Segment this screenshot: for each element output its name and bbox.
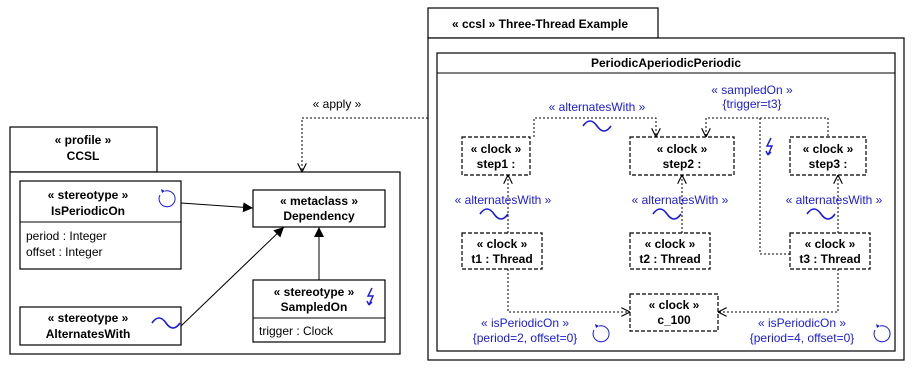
relation-sampledon: « sampledOn » {trigger=t3}	[706, 83, 829, 255]
isperiodicon-attr-period: period : Integer	[26, 229, 107, 243]
alt-top-label: « alternatesWith »	[549, 100, 646, 114]
wave-icon	[479, 208, 509, 220]
relation-alternates-top: « alternatesWith »	[533, 100, 656, 137]
sampledon-attr-trigger: trigger : Clock	[259, 324, 334, 338]
clock-step1-name: step1 :	[477, 157, 516, 171]
clock-step3-name: step3 :	[809, 157, 848, 171]
clock-step2-name: step2 :	[663, 157, 702, 171]
periodic-left-label: « isPeriodicOn »	[481, 316, 569, 330]
cycle-icon	[592, 324, 610, 343]
relation-alternates-right: « alternatesWith »	[786, 175, 883, 233]
clock-t1-name: t1 : Thread	[471, 252, 532, 266]
clock-t1-stereotype: « clock »	[477, 237, 528, 251]
relation-periodic-left: « isPeriodicOn » {period=2, offset=0}	[473, 269, 630, 345]
isperiodicon-stereotype: « stereotype »	[48, 188, 129, 202]
alternateswith-name: AlternatesWith	[46, 327, 131, 341]
diagram-title: PeriodicAperiodicPeriodic	[591, 56, 741, 70]
profile-tab	[9, 126, 158, 173]
clock-step2[interactable]: « clock » step2 :	[629, 136, 735, 176]
cycle-icon	[873, 324, 891, 343]
periodic-left-param: {period=2, offset=0}	[473, 331, 578, 345]
clock-step3[interactable]: « clock » step3 :	[789, 136, 867, 176]
cycle-icon	[158, 189, 176, 208]
alt-left-label: « alternatesWith »	[455, 193, 552, 207]
lightning-icon	[366, 287, 375, 306]
wave-icon	[652, 208, 682, 220]
extension-alternateswith	[180, 226, 285, 327]
sampledon-param: {trigger=t3}	[722, 97, 781, 111]
stereotype-isperiodicon[interactable]: « stereotype » IsPeriodicOn period : Int…	[19, 180, 182, 270]
relation-alternates-mid: « alternatesWith »	[632, 175, 729, 233]
clock-step1-stereotype: « clock »	[471, 142, 522, 156]
wave-icon	[582, 120, 612, 132]
isperiodicon-attr-offset: offset : Integer	[26, 245, 103, 259]
dependency-stereotype: « metaclass »	[280, 194, 358, 208]
profile-stereotype: « profile »	[55, 133, 112, 147]
isperiodicon-name: IsPeriodicOn	[51, 204, 125, 218]
relation-periodic-right: « isPeriodicOn » {period=4, offset=0}	[718, 269, 891, 345]
clock-t2-stereotype: « clock »	[645, 237, 696, 251]
wave-icon	[806, 208, 836, 220]
clock-t3-name: t3 : Thread	[799, 252, 860, 266]
alt-right-label: « alternatesWith »	[786, 193, 883, 207]
metaclass-dependency[interactable]: « metaclass » Dependency	[252, 189, 386, 228]
clock-t1[interactable]: « clock » t1 : Thread	[461, 232, 543, 270]
clock-step2-stereotype: « clock »	[657, 142, 708, 156]
alt-mid-label: « alternatesWith »	[632, 193, 729, 207]
clock-step3-stereotype: « clock »	[803, 142, 854, 156]
clock-t2-name: t2 : Thread	[639, 252, 700, 266]
periodic-right-label: « isPeriodicOn »	[758, 316, 846, 330]
clock-c100-stereotype: « clock »	[649, 298, 700, 312]
stereotype-sampledon[interactable]: « stereotype » SampledOn trigger : Clock	[252, 279, 386, 343]
alternateswith-stereotype: « stereotype »	[48, 311, 129, 325]
sampledon-name: SampledOn	[281, 300, 348, 314]
clock-c100[interactable]: « clock » c_100	[629, 293, 719, 332]
apply-label: « apply »	[313, 97, 362, 111]
wave-icon	[151, 317, 181, 329]
stereotype-alternateswith[interactable]: « stereotype » AlternatesWith	[19, 306, 182, 346]
clock-t2[interactable]: « clock » t2 : Thread	[629, 232, 711, 270]
lightning-icon	[765, 137, 774, 156]
clock-t3-stereotype: « clock »	[805, 237, 856, 251]
periodic-right-param: {period=4, offset=0}	[750, 331, 855, 345]
profile-name: CCSL	[67, 149, 100, 163]
sampledon-stereotype: « stereotype »	[274, 285, 355, 299]
extension-isperiodicon	[180, 202, 254, 213]
clock-t3[interactable]: « clock » t3 : Thread	[789, 232, 871, 270]
dependency-name: Dependency	[283, 209, 355, 223]
relation-alternates-left: « alternatesWith »	[455, 175, 552, 233]
clock-c100-name: c_100	[657, 313, 691, 327]
example-header: « ccsl » Three-Thread Example	[452, 17, 628, 31]
apply-dependency: « apply »	[302, 97, 428, 172]
clock-step1[interactable]: « clock » step1 :	[461, 136, 531, 176]
sampledon-label: « sampledOn »	[711, 83, 793, 97]
